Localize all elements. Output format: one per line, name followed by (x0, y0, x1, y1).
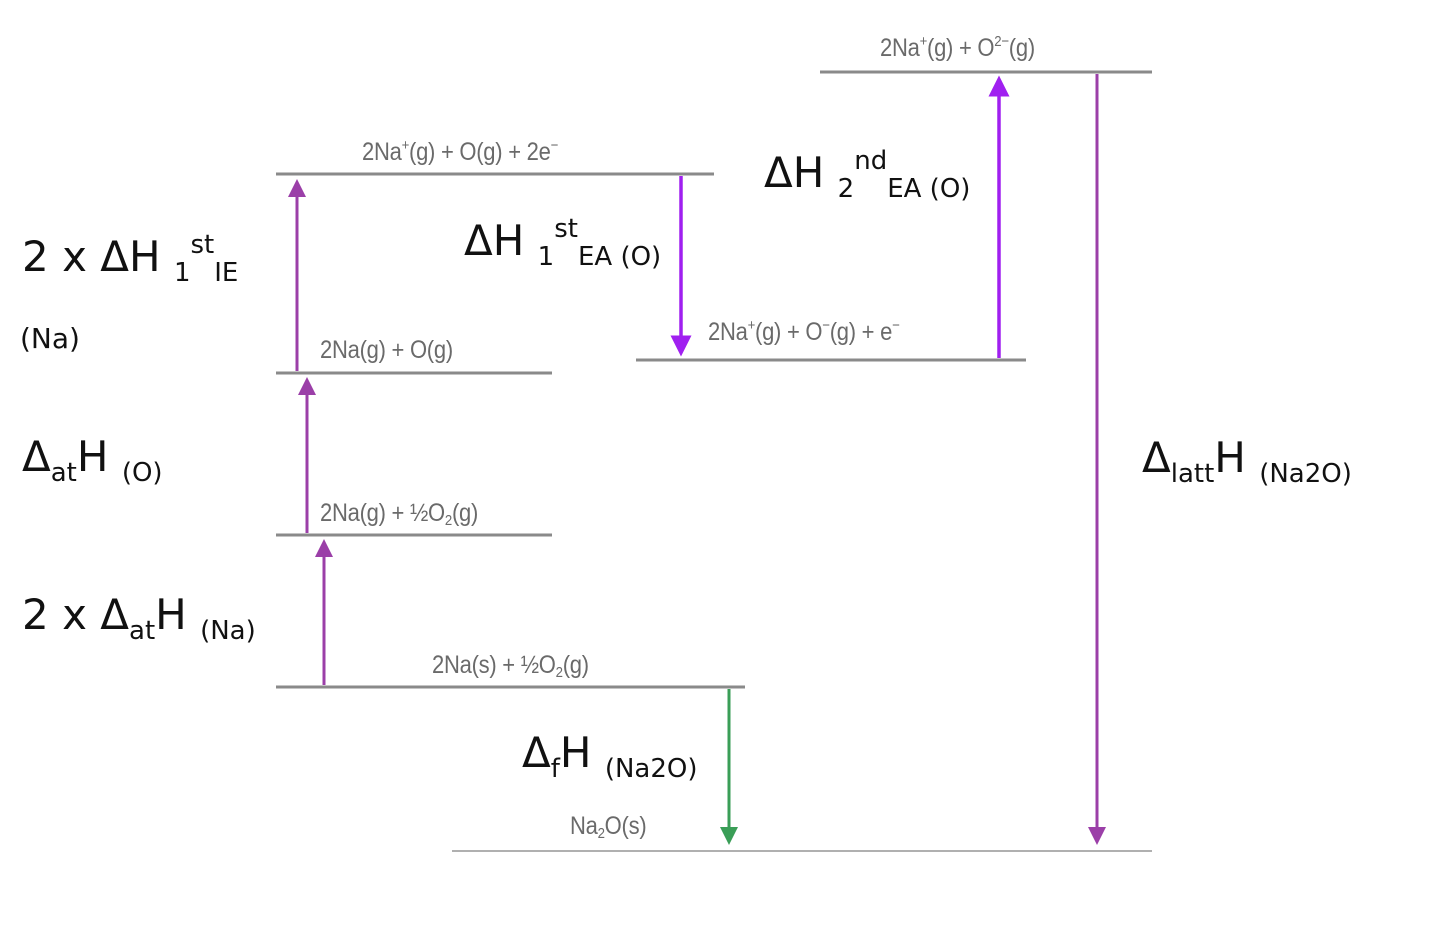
label-ionisation-energy: 2 x ΔH 1stIE (22, 230, 239, 288)
label-atomisation-na: 2 x ΔatH (Na) (22, 590, 256, 646)
state-anion-one: 2Na+(g) + O−(g) + e− (708, 317, 900, 346)
label-ionisation-energy-species: (Na) (20, 322, 80, 355)
state-product: Na2O(s) (570, 812, 647, 842)
state-gas-atoms: 2Na(g) + O(g) (320, 336, 453, 364)
label-lattice-enthalpy: ΔlattH (Na2O) (1142, 433, 1352, 489)
state-half-o2: 2Na(g) + ½O2(g) (320, 499, 479, 529)
label-atomisation-o: ΔatH (O) (22, 432, 163, 488)
label-first-electron-affinity: ΔH 1stEA (O) (464, 214, 662, 272)
state-atoms-electrons: 2Na+(g) + O(g) + 2e− (362, 137, 559, 166)
label-second-electron-affinity: ΔH 2ndEA (O) (764, 146, 971, 204)
state-elements: 2Na(s) + ½O2(g) (432, 651, 589, 681)
label-formation-enthalpy: ΔfH (Na2O) (522, 728, 698, 784)
state-ions: 2Na+(g) + O2−(g) (880, 33, 1035, 62)
